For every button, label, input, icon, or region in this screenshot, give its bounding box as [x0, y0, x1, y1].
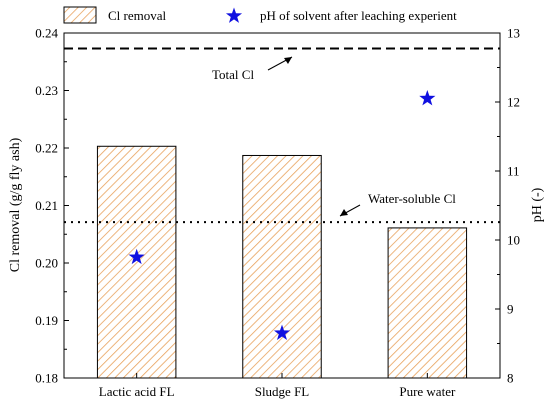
water-soluble-cl-label: Water-soluble Cl — [368, 191, 456, 206]
ph-point-sludge-fl — [273, 324, 291, 341]
stars-layer — [128, 90, 436, 341]
total-cl-label: Total Cl — [212, 67, 254, 82]
ph-point-lactic-acid-fl — [128, 248, 145, 265]
y-tick-label: 0.19 — [35, 313, 58, 328]
y-tick-label: 0.24 — [35, 26, 58, 41]
bars-layer — [96, 145, 468, 379]
x-tick-label: Sludge FL — [255, 384, 310, 399]
reference-lines-layer — [64, 47, 500, 224]
y-tick-label: 0.22 — [35, 141, 58, 156]
y2-tick-label: 11 — [507, 164, 520, 179]
annotations: Total Cl Water-soluble Cl — [212, 56, 456, 217]
legend-star-icon — [225, 7, 243, 23]
y-tick-label: 0.18 — [35, 371, 58, 386]
y-tick-label: 0.21 — [35, 198, 58, 213]
y-tick-label: 0.23 — [35, 83, 58, 98]
y2-tick-label: 12 — [507, 95, 520, 110]
legend: Cl removal pH of solvent after leaching … — [63, 6, 457, 24]
bar-lactic-acid-fl — [96, 145, 177, 379]
x-tick-label: Pure water — [399, 384, 456, 399]
bar-pure-water — [387, 227, 468, 379]
water-soluble-cl-arrowhead — [340, 209, 348, 216]
y-tick-label: 0.20 — [35, 256, 58, 271]
legend-swatch-cl-removal — [63, 6, 97, 24]
y2-tick-label: 13 — [507, 26, 520, 41]
y-axis-label: Cl removal (g/g fly ash) — [8, 137, 23, 272]
bar-sludge-fl — [242, 154, 322, 379]
legend-label-cl-removal: Cl removal — [108, 8, 167, 23]
legend-label-ph: pH of solvent after leaching experient — [260, 8, 457, 23]
ph-point-pure-water — [419, 90, 436, 106]
y2-axis-label: pH (-) — [530, 187, 545, 222]
y2-tick-label: 8 — [507, 371, 514, 386]
y2-tick-label: 9 — [507, 302, 514, 317]
x-tick-label: Lactic acid FL — [99, 384, 175, 399]
total-cl-arrowhead — [284, 57, 292, 64]
ticks-layer: 0.18 0.19 0.20 0.21 0.22 0.23 0.24 8 9 10 11 12 13La… — [35, 26, 520, 400]
y2-tick-label: 10 — [507, 233, 520, 248]
